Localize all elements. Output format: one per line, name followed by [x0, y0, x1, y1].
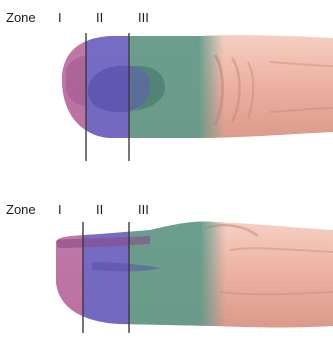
- finger-top-view: [56, 30, 333, 145]
- zone-3-label: III: [138, 202, 149, 217]
- top-view-panel: Zone I II III: [6, 10, 333, 161]
- zone-2-label: II: [96, 10, 103, 25]
- zone-label: Zone: [6, 202, 36, 217]
- zone-label: Zone: [6, 10, 36, 25]
- finger-side-view: [50, 218, 333, 333]
- side-view-panel: Zone I II III: [6, 202, 333, 333]
- zone-1-label: I: [58, 202, 62, 217]
- zone-2-label: II: [96, 202, 103, 217]
- zone-1-label: I: [58, 10, 62, 25]
- zone-3-label: III: [138, 10, 149, 25]
